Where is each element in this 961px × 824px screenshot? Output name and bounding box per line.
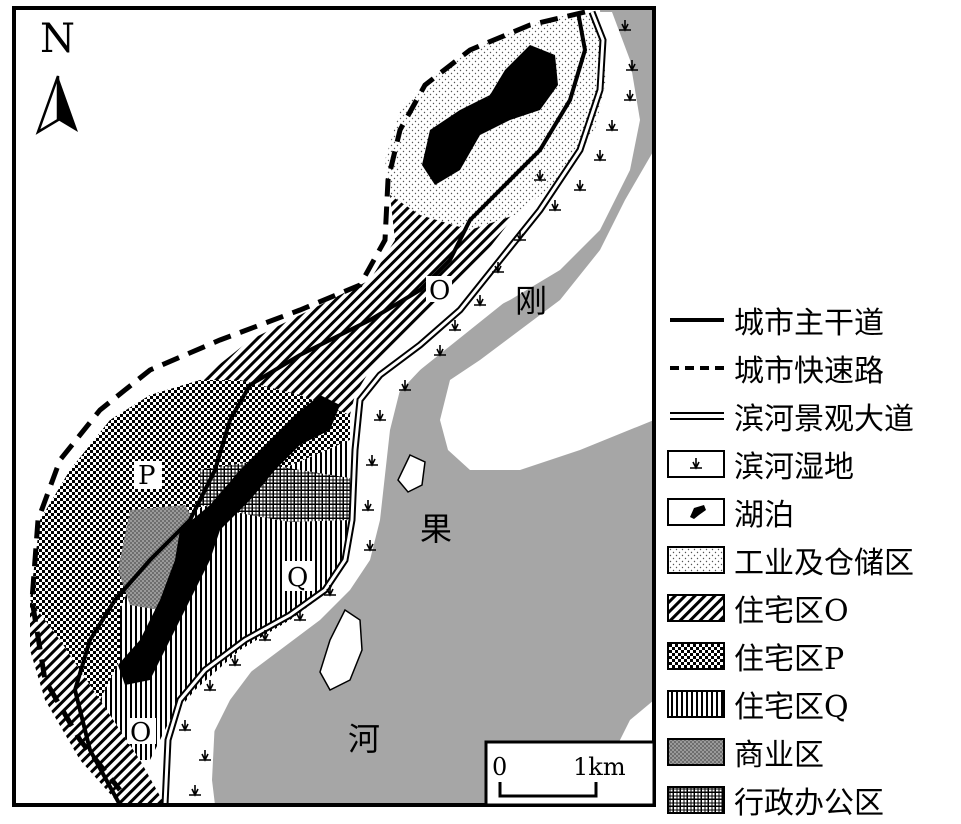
expressway-swatch-icon — [670, 366, 724, 370]
river-label-gang: 刚 — [515, 282, 547, 320]
lake-swatch-icon — [667, 498, 725, 526]
wetland-symbols — [179, 20, 638, 797]
administrative-swatch-icon — [667, 786, 725, 814]
scale-label-end: 1km — [573, 753, 626, 781]
legend-label: 住宅区P — [734, 642, 845, 677]
urban-expressway — [29, 9, 586, 792]
legend-label: 城市主干道 — [734, 306, 884, 341]
legend-label: 住宅区Q — [734, 690, 849, 725]
legend-label: 工业及仓储区 — [734, 546, 914, 581]
legend-label: 商业区 — [734, 738, 824, 773]
residential-o-swatch-icon — [667, 594, 725, 622]
river-island-small — [397, 454, 426, 493]
riverside-avenue-inner — [163, 11, 605, 805]
residential-zone-o — [200, 195, 515, 415]
zone-label-p: P — [138, 461, 156, 491]
zone-label-o-lower: O — [130, 718, 151, 748]
main-road-swatch-icon — [670, 318, 724, 322]
commercial-swatch-icon — [667, 738, 725, 766]
residential-zone-o-south — [30, 600, 165, 805]
industrial-swatch-icon — [667, 546, 725, 574]
legend-label: 城市快速路 — [734, 354, 884, 389]
legend-item-main-road: 城市主干道 — [666, 296, 958, 344]
legend-label: 滨河景观大道 — [734, 402, 914, 437]
river-label-he: 河 — [348, 720, 380, 758]
scale-label-start: 0 — [492, 753, 507, 781]
legend-item-industrial: 工业及仓储区 — [666, 536, 958, 584]
legend-item-administrative: 行政办公区 — [666, 776, 958, 824]
legend-label: 湖泊 — [734, 498, 794, 533]
north-arrow-icon — [35, 75, 78, 135]
scale-bar: 0 1km — [484, 740, 656, 807]
legend-item-residential-o: 住宅区O — [666, 584, 958, 632]
lake-north — [422, 45, 558, 185]
legend-item-residential-p: 住宅区P — [666, 632, 958, 680]
map-frame — [12, 6, 656, 807]
legend-item-wetland: 滨河湿地 — [666, 440, 958, 488]
legend-item-expressway: 城市快速路 — [666, 344, 958, 392]
legend-label: 住宅区O — [734, 594, 849, 629]
residential-q-swatch-icon — [667, 690, 725, 718]
north-label: N — [40, 16, 75, 62]
river — [178, 10, 654, 805]
legend-item-riverside-avenue: 滨河景观大道 — [666, 392, 958, 440]
river-label-guo: 果 — [420, 510, 452, 548]
legend-label: 滨河湿地 — [734, 450, 854, 485]
zone-label-o-upper: O — [429, 276, 450, 306]
river-island-large — [319, 608, 363, 691]
legend-item-commercial: 商业区 — [666, 728, 958, 776]
legend-item-residential-q: 住宅区Q — [666, 680, 958, 728]
lake-south — [118, 395, 340, 685]
legend-label: 行政办公区 — [734, 786, 884, 821]
wetland-swatch-icon — [667, 450, 725, 478]
residential-p-swatch-icon — [667, 642, 725, 670]
urban-main-road — [72, 11, 588, 805]
legend-item-lake: 湖泊 — [666, 488, 958, 536]
river-east-bank-land — [440, 150, 654, 470]
legend: 城市主干道 城市快速路 滨河景观大道 滨河湿地 湖泊 工业及仓储区 住宅区O 住… — [666, 296, 958, 824]
riverside-avenue-swatch-icon — [670, 412, 724, 420]
zone-label-q: Q — [287, 563, 308, 593]
